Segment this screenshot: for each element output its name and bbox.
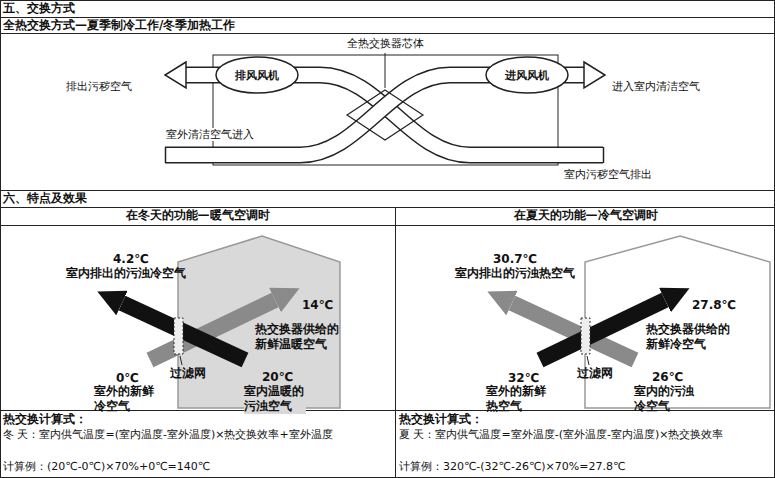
formula-heading: 热交换计算式：: [399, 412, 483, 427]
air-label: 室内温暖的污浊空气: [244, 384, 306, 414]
calc-example: 计算例：(20℃-0℃)×70%+0℃=140℃: [3, 460, 210, 473]
flow-label: 室外清洁空气进入: [164, 128, 256, 141]
air-label: 室外的新鲜热空气: [486, 384, 548, 414]
exchanger-diagram: [165, 53, 605, 165]
formula: 冬 天：室内供气温度=(室内温度-室外温度)×热交换效率+室外温度: [3, 428, 391, 441]
section-heading: 六、特点及效果: [3, 191, 87, 206]
temperature: 26℃: [652, 370, 683, 385]
fan-label: 排风风机: [235, 68, 279, 83]
panel-heading: 在冬天的功能—暖气空调时: [0, 208, 395, 223]
air-label: 室内排出的污浊冷空气: [66, 266, 186, 281]
fan-ellipse: 排风风机: [215, 56, 299, 94]
air-label: 热交换器供给的新鲜温暖空气: [255, 322, 339, 352]
calc-example: 计算例：320℃-(32℃-26℃)×70%=27.8℃: [399, 460, 625, 473]
fan-ellipse: 进风风机: [485, 56, 569, 94]
filter-label: 过滤网: [170, 366, 206, 381]
winter-illustration: [122, 236, 340, 408]
subheading: 全热交换方式—夏季制冷工作/冬季加热工作: [3, 18, 235, 33]
flow-label: 进入室内清洁空气: [612, 80, 700, 93]
fan-label: 进风风机: [505, 68, 549, 83]
section-heading: 五、交换方式: [3, 1, 75, 16]
temperature: 14℃: [302, 298, 333, 313]
temperature: 20℃: [262, 370, 293, 385]
part-name: 全热交换器芯体: [335, 37, 435, 50]
summer-illustration: [512, 236, 770, 408]
flow-label: 室内污秽空气排出: [562, 168, 654, 181]
temperature: 27.8℃: [692, 298, 736, 313]
temperature: 4.2℃: [113, 252, 149, 267]
flow-label: 排出污秽空气: [66, 80, 132, 93]
filter-label: 过滤网: [577, 366, 613, 381]
temperature: 0℃: [116, 371, 139, 386]
temperature: 30.7℃: [493, 252, 537, 267]
air-label: 室外的新鲜冷空气: [94, 384, 156, 414]
temperature: 32℃: [508, 371, 539, 386]
panel-heading: 在夏天的功能—冷气空调时: [396, 208, 775, 223]
formula-heading: 热交换计算式：: [3, 412, 87, 427]
air-label: 室内排出的污浊热空气: [455, 266, 575, 281]
formula: 夏 天：室内供气温度=室外温度-(室外温度-室内温度)×热交换效率: [399, 428, 771, 441]
air-label: 室内的污浊冷空气: [634, 384, 696, 414]
air-label: 热交换器供给的新鲜冷空气: [646, 322, 730, 352]
